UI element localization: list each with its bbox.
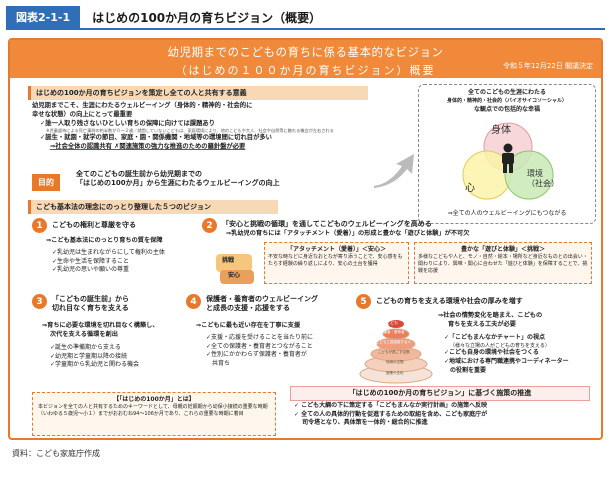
section-1-title: こどもの権利と尊厳を守る [52,221,136,229]
section-3-sub-1: ⇒育ちに必要な環境を切れ目なく構築し、 [42,322,159,329]
play-title: 豊かな「遊びと体験」＜挑戦＞ [460,246,545,253]
arrow-to-vision [374,154,414,188]
section-4-title-2: と成長の支援・応援をする [206,304,290,313]
significance-line-5: ⇒社会全体の認識共有 ✗関連施策の強力な推進のための羅針盤が必要 [50,143,246,151]
title-banner: 幼児期までのこどもの育ちに係る基本的なビジョン （はじめの１００か月の育ちビジョ… [10,40,601,78]
section-4-bullet-4: 共育ち [206,360,231,368]
chart-label-direct: こどもと直接接する人 [376,340,411,344]
vision-env-label: 環境 （社会） [527,169,559,188]
chart-label-local: 地域の空間 [386,360,404,364]
vision-footer: ⇒全ての人のウェルビーイングにもつながる [447,210,567,217]
significance-line-1: 幼児期までこそ、生涯にわたるウェルビーイング（身体的・精神的・社会的に [32,102,253,109]
child-figure-icon [497,143,519,173]
section-1-bullet-2: ✓生命や生活を保障すること [52,257,130,265]
significance-line-4: ✓誕生・就園・就学の節目、家庭・園・関係機関・地域等の環境間に切れ目が多い [40,134,272,142]
significance-note: ※児童虐待による死亡事例の約半数が０～２歳／就園していないこどもは、家庭環境によ… [46,128,334,134]
section-4-title-1: 保護者・養育者のウェルビーイング [206,295,318,303]
figure-label: 図表2-1-1 [6,6,81,28]
promotion-bullet-3: 司令塔となり、具体策を一体的・総合的に推進 [294,419,428,427]
section-5-bullet-1-note: （様々な立場の人がこどもの育ちを支える） [450,342,550,349]
vision-title-3: な観点での包括的な幸福 [473,106,540,113]
anshin-label: 安心 [228,272,241,279]
section-3-title-2: 切れ目なく育ちを支える [52,304,129,313]
chart-label-kodomo: こども [386,320,398,325]
section-2-sub: ⇒乳幼児の育ちには「アタッチメント（愛着）」の形成と豊かな「遊びと体験」が不可欠 [226,230,470,237]
promotion-bullet-1: ✓ こども大綱の下に策定する「こどもまんなか実行計画」の施策へ反映 [294,402,488,409]
section-1-sub: ⇒こども基本法にのっとり育ちの質を保障 [46,237,163,244]
section-5-number: 5 [356,294,371,309]
significance-title: はじめの100か月の育ちビジョンを策定し全ての人と共有する意義 [28,86,368,100]
promotion-bullets: ✓ こども大綱の下に策定する「こどもまんなか実行計画」の施策へ反映 ✓ 全ての人… [294,402,594,428]
section-4-bullets: ✓支援・応援を受けることを当たり前に ✓全ての保護者・養育者とつながること ✓性… [206,334,313,369]
purpose-line-2: 「はじめの100か月」から生涯にわたるウェルビーイングの向上 [76,179,280,188]
purpose-text: 全てのこどもの誕生前から幼児期までの 「はじめの100か月」から生涯にわたるウェ… [76,170,396,189]
banner-line-1: 幼児期までのこどもの育ちに係る基本的なビジョン [167,45,444,59]
section-3-bullets: ✓誕生の準備期から支える ✓幼児期と学童期以降の接続 ✓学童期から乳幼児と関わる… [50,344,139,370]
attachment-box: 「アタッチメント（愛着）」＜安心＞ 不安な時などに身近なおとなが寄り添うことで、… [264,242,409,284]
section-4-title: 保護者・養育者のウェルビーイング と成長の支援・応援をする [206,295,318,314]
vision-title-2: 身体的・精神的・社会的（バイオサイコソーシャル） [447,98,567,104]
section-2-title: 「安心と挑戦の循環」を通してこどものウェルビーイングを高める [222,220,432,228]
vision-body-label: 身体 [491,125,511,136]
source-note: 資料：こども家庭庁作成 [12,449,100,458]
section-1-bullet-3: ✓乳幼児の思いや願いの尊重 [52,266,130,274]
section-5-title: こどもの育ちを支える環境や社会の厚みを増す [376,297,523,305]
vision-title-1: 全てのこどもの生涯にわたる [467,89,546,96]
section-3-title-1: 「こどもの誕生前」から [52,295,129,303]
main-panel: 幼児期までのこどもの育ちに係る基本的なビジョン （はじめの１００か月の育ちビジョ… [8,38,603,440]
section-3-title: 「こどもの誕生前」から 切れ目なく育ちを支える [52,295,129,314]
section-4-bullet-2: ✓全ての保護者・養育者とつながること [206,342,313,350]
section-4-bullet-3: ✓性別にかかわらず保護者・養育者が [206,351,307,359]
section-4-bullet-1: ✓支援・応援を受けることを当たり前に [206,334,314,341]
vision-box: 全てのこどもの生涯にわたる 身体的・精神的・社会的（バイオサイコソーシャル） な… [418,84,596,224]
section-4-sub: ⇒こどもに最も近い存在を丁寧に支援 [196,322,301,329]
section-5-bullets: ✓「こどもまんなかチャート」の視点 （様々な立場の人がこどもの育ちを支える） ✓… [438,334,598,376]
significance-body: 幼児期までこそ、生涯にわたるウェルビーイング（身体的・精神的・社会的に 幸せな状… [32,102,412,152]
definition-title: 【「はじめの100か月」とは】 [113,396,195,403]
chart-label-policy: 施策や文化 [386,371,404,375]
purpose-tag: 目的 [32,174,60,191]
section-5-sub-1: ⇒社会の情勢変化を踏まえ、こどもの [438,312,543,319]
section-5-sub: ⇒社会の情勢変化を踏まえ、こどもの 育ちを支える工夫が必要 [438,312,542,329]
banner-date: 令和５年12月22日 閣議決定 [502,62,593,70]
section-5-sub-2: 育ちを支える工夫が必要 [448,320,516,328]
purpose-line-1: 全てのこどもの誕生前から幼児期までの [76,170,202,178]
attachment-title: 「アタッチメント（愛着）」＜安心＞ [286,246,386,253]
chart-label-parents: 保護者・養育者 [380,330,405,334]
wellbeing-venn-diagram [462,122,554,200]
section-3-bullet-2: ✓幼児期と学童期以降の接続 [50,352,128,360]
section-5-bullet-1: ✓「こどもまんなかチャート」の視点 [444,334,545,341]
section-5-bullet-3: ✓地域における専門職連携やコーディネーター [444,358,569,366]
figure-header: 図表2-1-1 はじめの100か月の育ちビジョン（概要） [6,6,605,30]
promotion-bullet-2: ✓ 全ての人の具体的行動を促進するための取組を含め、こども家庭庁が [294,410,488,418]
section-5-bullet-4: の役割を重要 [444,366,487,374]
section-3-sub-2: 次代を支える循環を創出 [50,330,118,338]
section-1-bullet-1: ✓乳幼児は生まれながらにして権利の主体 [52,249,165,256]
figure-title: はじめの100か月の育ちビジョン（概要） [92,10,322,25]
play-box: 豊かな「遊びと体験」＜挑戦＞ 多様なこどもや人と、モノ・自然・絵本・場所など身近… [414,242,592,284]
section-1-number: 1 [32,218,47,233]
challenge-label: 挑戦 [222,257,235,264]
section-3-number: 3 [32,294,47,309]
significance-line-3: ✓誰一人取り残さないひとしい育ちの保障に向けては課題あり [40,119,215,127]
section-3-bullet-1: ✓誕生の準備期から支える [50,344,121,351]
section-2-number: 2 [202,218,217,233]
definition-text: 本ビジョンを全ての人と共有するためのキーワードとして、母親の妊娠期から幼保小接続… [38,404,268,418]
promotion-title: 「はじめの100か月の育ちビジョン」に基づく施策の推進 [290,386,590,402]
section-3-bullet-3: ✓学童期から乳幼児と関わる機会 [50,361,140,369]
section-5-bullet-2: ✓こども自身の環境や社会をつくる [444,349,539,357]
play-text: 多様なこどもや人と、モノ・自然・絵本・場所など身近なものとの出会い・関わりにより… [418,254,588,274]
section-1-bullets: ✓乳幼児は生まれながらにして権利の主体 ✓生命や生活を保障すること ✓乳幼児の思… [52,249,165,275]
definition-box: 【「はじめの100か月」とは】 本ビジョンを全ての人と共有するためのキーワードと… [32,392,276,436]
banner-line-2: （はじめの１００か月の育ちビジョン）概要 [175,64,436,77]
chart-label-space: こどもが過ごす空間 [378,350,410,354]
anshin-challenge-cycle: 挑戦 安心 [210,242,262,288]
section-4-number: 4 [186,294,201,309]
kodomo-mannaka-chart: こども 保護者・養育者 こどもと直接接する人 こどもが過ごす空間 地域の空間 施… [358,312,434,384]
principles-title: こども基本法の理念にのっとり整理した５つのビジョン [28,200,278,214]
attachment-text: 不安な時などに身近なおとなが寄り添うことで、安心感をもたらす経験の繰り返しにより… [268,254,403,267]
vision-mind-label: 心 [465,183,475,194]
section-3-sub: ⇒育ちに必要な環境を切れ目なく構築し、 次代を支える循環を創出 [42,322,159,339]
significance-line-2: 幸せな状態）の向上にとって最重要 [32,110,133,118]
